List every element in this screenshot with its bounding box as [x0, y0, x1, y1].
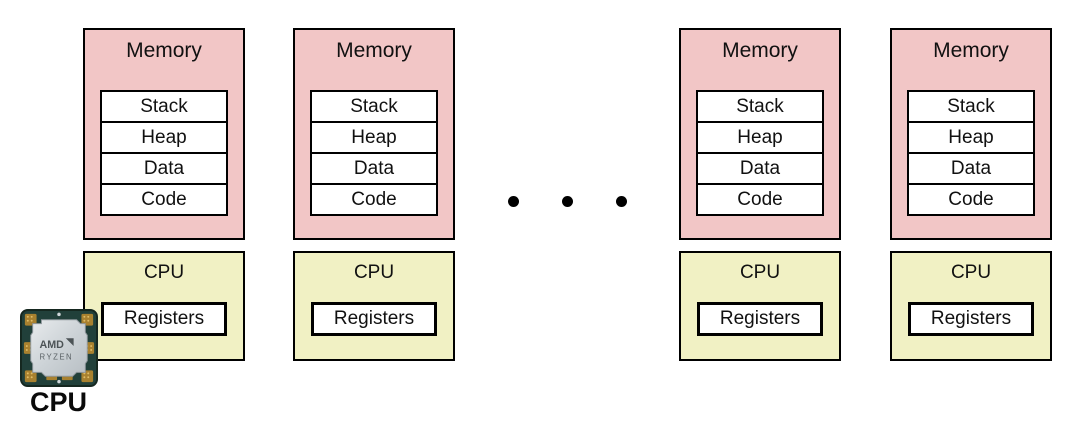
cpu-box: CPU Registers	[293, 251, 455, 361]
memory-title: Memory	[933, 39, 1009, 62]
memory-segment-code: Code	[310, 183, 438, 216]
memory-segment-heap: Heap	[100, 121, 228, 154]
memory-box: Memory Stack Heap Data Code	[293, 28, 455, 240]
amd-ryzen-chip-image: AMD RYZEN	[20, 309, 98, 387]
process-column: Memory Stack Heap Data Code CPU Register…	[83, 28, 245, 362]
cpu-box: CPU Registers	[83, 251, 245, 361]
cpu-box: CPU Registers	[890, 251, 1052, 361]
memory-segment-stack: Stack	[907, 90, 1035, 123]
memory-segments: Stack Heap Data Code	[907, 90, 1035, 216]
ellipsis-dot	[508, 196, 519, 207]
memory-segment-data: Data	[696, 152, 824, 185]
memory-box: Memory Stack Heap Data Code	[890, 28, 1052, 240]
chip-brand-text: AMD	[40, 339, 65, 351]
memory-box: Memory Stack Heap Data Code	[679, 28, 841, 240]
memory-segment-code: Code	[907, 183, 1035, 216]
process-column: Memory Stack Heap Data Code CPU Register…	[293, 28, 455, 362]
ellipsis-dot	[562, 196, 573, 207]
memory-segments: Stack Heap Data Code	[310, 90, 438, 216]
registers-box: Registers	[311, 302, 437, 336]
memory-segment-stack: Stack	[696, 90, 824, 123]
registers-box: Registers	[101, 302, 227, 336]
memory-segment-heap: Heap	[907, 121, 1035, 154]
process-column: Memory Stack Heap Data Code CPU Register…	[890, 28, 1052, 362]
memory-title: Memory	[126, 39, 202, 62]
memory-title: Memory	[722, 39, 798, 62]
memory-segment-heap: Heap	[310, 121, 438, 154]
memory-segment-data: Data	[310, 152, 438, 185]
memory-segment-stack: Stack	[310, 90, 438, 123]
memory-box: Memory Stack Heap Data Code	[83, 28, 245, 240]
process-column: Memory Stack Heap Data Code CPU Register…	[679, 28, 841, 362]
memory-segment-code: Code	[100, 183, 228, 216]
cpu-title: CPU	[950, 262, 992, 283]
registers-box: Registers	[908, 302, 1034, 336]
memory-segment-heap: Heap	[696, 121, 824, 154]
memory-segment-stack: Stack	[100, 90, 228, 123]
registers-box: Registers	[697, 302, 823, 336]
chip-caption: CPU	[30, 387, 88, 417]
memory-segments: Stack Heap Data Code	[100, 90, 228, 216]
chip-series-text: RYZEN	[40, 353, 74, 362]
cpu-title: CPU	[353, 262, 395, 283]
cpu-box: CPU Registers	[679, 251, 841, 361]
memory-segment-code: Code	[696, 183, 824, 216]
memory-segment-data: Data	[907, 152, 1035, 185]
cpu-title: CPU	[739, 262, 781, 283]
memory-segments: Stack Heap Data Code	[696, 90, 824, 216]
ellipsis	[508, 196, 627, 207]
memory-segment-data: Data	[100, 152, 228, 185]
ellipsis-dot	[616, 196, 627, 207]
memory-title: Memory	[336, 39, 412, 62]
cpu-title: CPU	[143, 262, 185, 283]
